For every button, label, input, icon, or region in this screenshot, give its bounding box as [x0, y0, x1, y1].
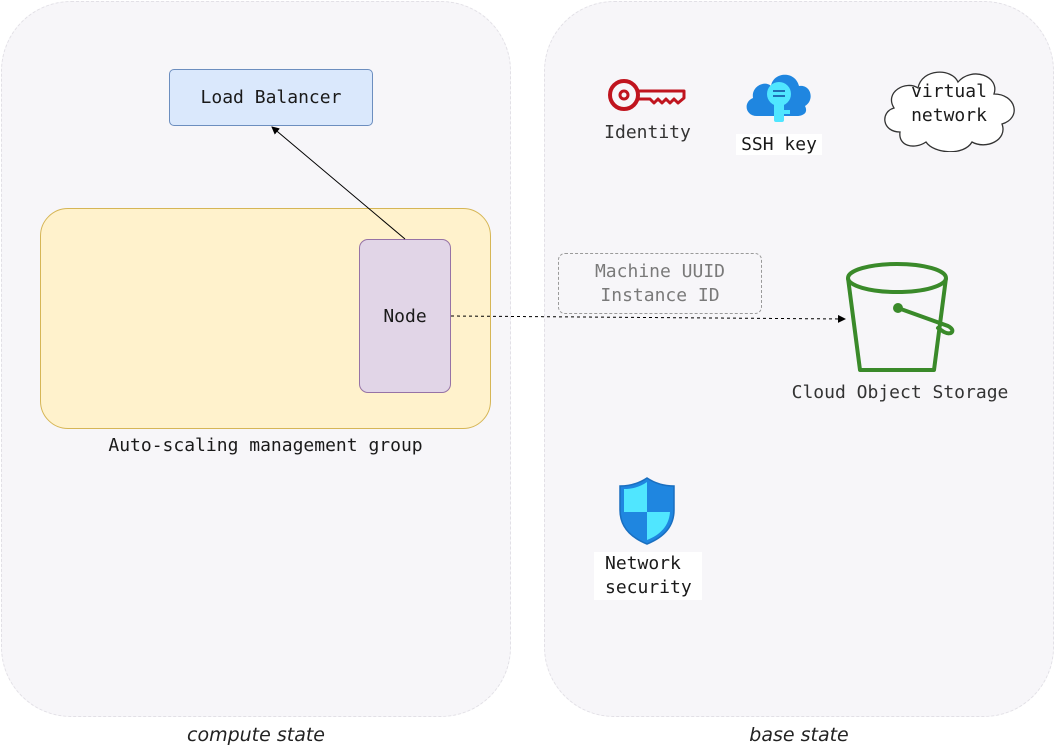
load-balancer-label: Load Balancer	[200, 87, 342, 108]
virtual-network-line1: virtual	[911, 81, 987, 102]
node-label: Node	[383, 305, 427, 327]
base-state-label: base state	[749, 724, 849, 746]
instance-id-label: Instance ID	[600, 284, 720, 306]
identity-label: Identity	[604, 122, 691, 143]
network-security-line2: security	[605, 577, 692, 598]
cloud-object-storage-label: Cloud Object Storage	[791, 382, 1009, 403]
auto-scaling-group-label: Auto-scaling management group	[108, 435, 423, 456]
node-box[interactable]: Node	[359, 239, 451, 393]
connection-note: Machine UUID Instance ID	[558, 253, 762, 314]
node-to-storage-arrow	[450, 314, 846, 323]
key-icon	[608, 79, 686, 111]
cloud-icon	[884, 71, 1015, 152]
virtual-network-line2: network	[911, 105, 987, 126]
compute-state-label: compute state	[187, 724, 325, 746]
ssh-key-label: SSH key	[736, 134, 822, 155]
bucket-icon	[846, 262, 955, 372]
network-security-line1: Network	[605, 553, 681, 574]
load-balancer-box[interactable]: Load Balancer	[169, 69, 373, 126]
machine-uuid-label: Machine UUID	[594, 260, 726, 282]
cloud-key-icon	[746, 74, 811, 122]
shield-icon	[619, 477, 675, 545]
node-to-load-balancer-arrow	[271, 126, 406, 240]
virtual-network-label: virtual network	[882, 80, 1016, 128]
network-security-label: Network security	[594, 552, 702, 600]
